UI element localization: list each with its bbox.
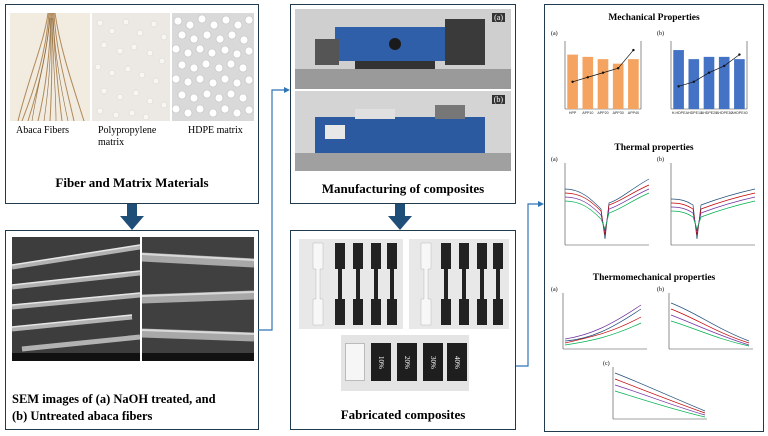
line-point [738, 53, 741, 56]
line-point [723, 64, 726, 68]
extruder-photo: (a) [295, 9, 511, 89]
x-tick-label: APP40 [628, 111, 639, 115]
thermomech-panel-a: (a) [551, 287, 558, 293]
manufacturing-caption: Manufacturing of composites [321, 181, 485, 196]
thermomech-title: Thermomechanical properties [592, 273, 716, 283]
results-box: Mechanical Properties HPP APP10 APP20 APP30… [544, 4, 764, 432]
line-point [692, 80, 695, 83]
thermomech-panel-c: (c) [603, 361, 610, 367]
x-tick-label: HPP [569, 111, 577, 115]
x-tick-label: APP10 [582, 111, 593, 115]
hdpe-specimens-photo [409, 239, 509, 329]
manufacturing-tag-a: (a) [492, 13, 505, 22]
line-point [677, 85, 680, 88]
x-tick-label: AHDPE40 [731, 111, 747, 115]
line-point [632, 48, 635, 52]
arrow-manufacturing-to-fabricated [388, 204, 412, 230]
thermal-panel-b: (b) [657, 157, 664, 163]
abaca-fibers-photo [10, 13, 90, 121]
thermomech-panel-b: (b) [657, 287, 664, 293]
sem-caption-line1: SEM images of (a) NaOH treated, and [12, 392, 216, 406]
hdpe-pellets-photo [172, 13, 254, 121]
bar [718, 56, 730, 109]
hdpe-label: HDPE matrix [188, 125, 243, 136]
bar [612, 63, 624, 109]
mechanical-title: Mechanical Properties [608, 13, 700, 23]
thermomech-chart-c [612, 367, 707, 420]
bar [673, 50, 684, 109]
thermomech-chart-a [562, 293, 647, 350]
materials-caption: Fiber and Matrix Materials [55, 175, 209, 190]
mech-panel-b: (b) [657, 31, 664, 37]
sem-caption: SEM images of (a) NaOH treated, and (b) … [12, 391, 258, 425]
manufacturing-tag-b: (b) [491, 95, 505, 104]
thermal-panel-a: (a) [551, 157, 558, 163]
mech-panel-a: (a) [551, 31, 558, 37]
abaca-fibers-label: Abaca Fibers [16, 125, 70, 136]
specimen-40: 40% [447, 343, 467, 381]
line-point [571, 80, 574, 83]
specimen-white [345, 343, 365, 381]
x-tick-label: AHDPE20 [701, 111, 717, 115]
line-point [707, 71, 711, 74]
bar [628, 59, 639, 109]
line-point [617, 67, 620, 70]
short-specimens-photo: 10% 20% 30% 40% [341, 335, 469, 391]
injection-molding-photo: (b) [295, 91, 511, 171]
thermal-chart-b [670, 163, 756, 246]
mechanical-chart-a: HPP APP10 APP20 APP30 APP40 [564, 41, 642, 115]
x-tick-label: AHDPE30 [716, 111, 732, 115]
manufacturing-box: (a) (b) Manufacturing of composites [290, 4, 516, 204]
bar [703, 56, 715, 109]
polypropylene-label: Polypropylene matrix [98, 125, 157, 148]
line-point [601, 71, 605, 74]
thermal-title: Thermal properties [614, 143, 694, 153]
bar [734, 59, 745, 109]
x-tick-label: APP30 [613, 111, 624, 115]
specimen-10: 10% [371, 343, 391, 381]
materials-box: Abaca Fibers Polypropylene matrix HDPE m… [5, 4, 259, 204]
line-point [586, 76, 589, 79]
sem-image-naoh-treated [12, 237, 140, 361]
x-tick-label: AHDPE10 [686, 111, 702, 115]
polypropylene-pellets-photo [92, 13, 170, 121]
sem-image-untreated [142, 237, 254, 361]
fabricated-box: 10% 20% 30% 40% Fabricated composites [290, 230, 516, 430]
bar [688, 59, 700, 109]
thermal-chart-a [564, 163, 650, 246]
sem-box: SEM images of (a) NaOH treated, and (b) … [5, 230, 259, 430]
bar [582, 56, 594, 109]
x-tick-label: H-HDPE [672, 111, 686, 115]
specimen-30: 30% [423, 343, 443, 381]
connector-sem-to-manufacturing [258, 87, 290, 331]
fabricated-caption: Fabricated composites [340, 407, 466, 422]
sem-caption-line2: (b) Untreated abaca fibers [12, 409, 153, 423]
x-tick-label: APP20 [597, 111, 608, 115]
arrow-materials-to-sem [120, 204, 144, 230]
bar [597, 59, 609, 109]
connector-fabricated-to-results [516, 201, 544, 367]
specimen-20: 20% [397, 343, 417, 381]
pp-specimens-photo [299, 239, 403, 329]
thermomech-chart-b [668, 293, 753, 350]
